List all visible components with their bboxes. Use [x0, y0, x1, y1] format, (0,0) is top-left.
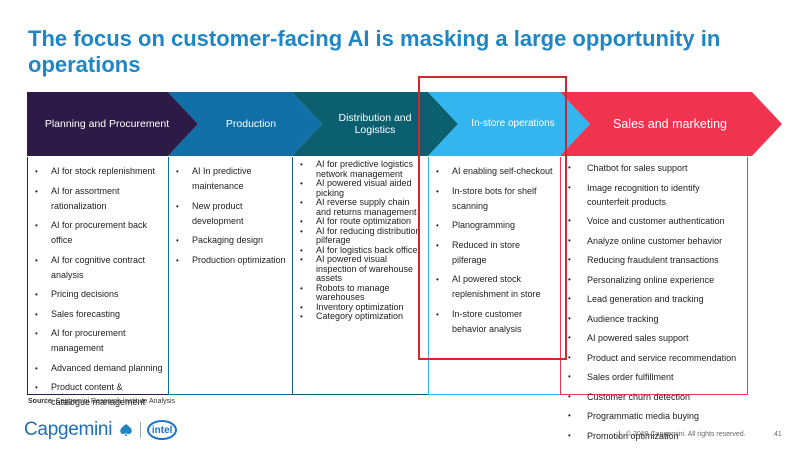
- list-item: Product content & catalogue management: [32, 380, 164, 410]
- list-item: AI enabling self-checkout: [433, 164, 556, 179]
- list-item: AI powered visual inspection of warehous…: [297, 254, 424, 284]
- arrow-distribution: [292, 92, 458, 156]
- source-text: : Capgemini Research Institute Analysis: [51, 398, 176, 405]
- list-item: In-store customer behavior analysis: [433, 307, 556, 337]
- planning-column: AI for stock replenishment AI for assort…: [27, 157, 169, 407]
- list-item: Category optimization: [297, 311, 424, 322]
- spade-icon: [120, 424, 132, 436]
- list-item: Reduced in store pilferage: [433, 238, 556, 268]
- list-item: Robots to manage warehouses: [297, 283, 424, 303]
- list-item: Personalizing online experience: [565, 273, 743, 287]
- list-item: Chatbot for sales support: [565, 161, 743, 175]
- production-column: AI In predictive maintenance New product…: [168, 157, 293, 395]
- list-item: AI for procurement management: [32, 326, 164, 356]
- stage-label-distribution: Distribution and Logistics: [338, 112, 412, 136]
- page-title: The focus on customer-facing AI is maski…: [28, 26, 721, 77]
- distribution-column: AI for predictive logistics network mana…: [292, 157, 429, 395]
- list-item: Product and service recommendation: [565, 351, 743, 365]
- list-item: Pricing decisions: [32, 287, 164, 302]
- list-item: New product development: [173, 199, 288, 229]
- list-item: AI for stock replenishment: [32, 164, 164, 179]
- list-item: AI for assortment rationalization: [32, 184, 164, 214]
- list-item: Programmatic media buying: [565, 409, 743, 423]
- source-label: Source: [28, 398, 52, 405]
- list-item: AI powered stock replenishment in store: [433, 272, 556, 302]
- list-item: Image recognition to identify counterfei…: [565, 181, 743, 209]
- list-item: Analyze online customer behavior: [565, 234, 743, 248]
- list-item: Packaging design: [173, 233, 288, 248]
- list-item: AI for reducing distribution pilferage: [297, 226, 424, 246]
- arrow-instore: [428, 92, 590, 156]
- stage-label-instore: In-store operations: [471, 118, 555, 129]
- list-item: AI powered visual aided picking: [297, 178, 424, 198]
- logo-divider: [140, 422, 142, 438]
- list-item: Audience tracking: [565, 312, 743, 326]
- list-item: Inventory optimization: [297, 302, 424, 313]
- list-item: Lead generation and tracking: [565, 292, 743, 306]
- list-item: Advanced demand planning: [32, 361, 164, 376]
- value-chain-arrows: [27, 92, 782, 156]
- partner-logos: Capgemini intel: [24, 419, 178, 440]
- intel-logo: intel: [147, 420, 178, 440]
- stage-label-planning: Planning and Procurement: [44, 118, 170, 130]
- list-item: Planogramming: [433, 218, 556, 233]
- list-item: Sales forecasting: [32, 307, 164, 322]
- list-item: Voice and customer authentication: [565, 214, 743, 228]
- sales-column: Chatbot for sales support Image recognit…: [560, 157, 748, 443]
- copyright: © 2019 Capgemini. All rights reserved.: [619, 431, 746, 438]
- list-item: AI reverse supply chain and returns mana…: [297, 197, 424, 217]
- list-item: AI for logistics back office: [297, 245, 424, 256]
- source-note: Source: Capgemini Research Institute Ana…: [28, 398, 175, 405]
- list-item: Promotion optimization: [565, 429, 743, 443]
- page-number: 41: [774, 431, 782, 438]
- list-item: AI powered sales support: [565, 331, 743, 345]
- list-item: AI for cognitive contract analysis: [32, 253, 164, 283]
- capgemini-logo: Capgemini: [24, 419, 113, 440]
- list-item: Reducing fraudulent transactions: [565, 253, 743, 267]
- list-item: Customer churn detection: [565, 390, 743, 404]
- arrow-production: [168, 92, 322, 156]
- list-item: Sales order fulfillment: [565, 370, 743, 384]
- list-item: Production optimization: [173, 253, 288, 268]
- list-item: In-store bots for shelf scanning: [433, 184, 556, 214]
- stage-label-production: Production: [225, 118, 277, 130]
- list-item: AI for predictive logistics network mana…: [297, 159, 424, 179]
- stage-label-sales: Sales and marketing: [613, 117, 727, 131]
- list-item: AI In predictive maintenance: [173, 164, 288, 194]
- list-item: AI for route optimization: [297, 216, 424, 227]
- list-item: AI for procurement back office: [32, 218, 164, 248]
- arrow-planning: [27, 92, 198, 156]
- arrow-sales: [560, 92, 782, 156]
- instore-column: AI enabling self-checkout In-store bots …: [428, 157, 561, 395]
